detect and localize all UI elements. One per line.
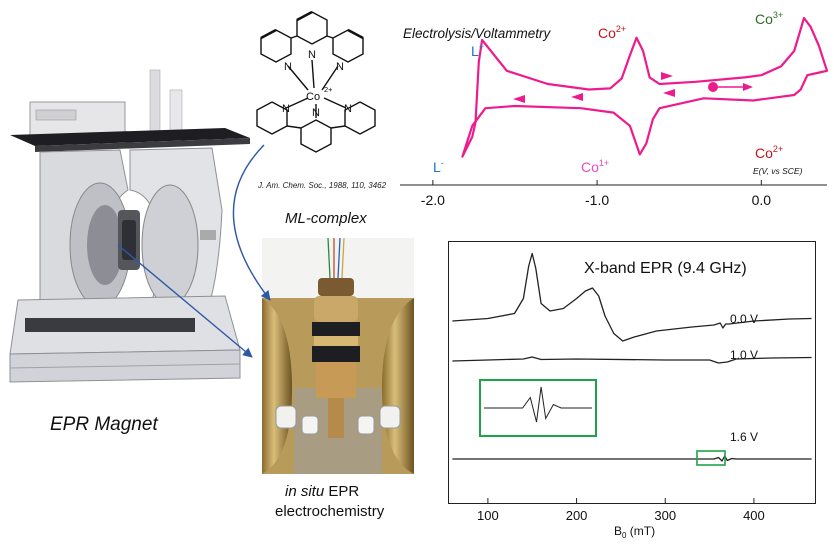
epr-tick-label: 100 (477, 508, 499, 523)
arrow-magnet-to-cell (117, 244, 253, 358)
co3-text: Co (755, 11, 773, 27)
epr-trace (452, 252, 812, 342)
epr-xlabel-rest: (mT) (626, 524, 655, 538)
epr-spectra-panel (448, 241, 816, 504)
ligand-oxidized-sup: + (479, 42, 484, 52)
cv-direction-arrow (663, 89, 675, 97)
co1-text: Co (581, 159, 599, 175)
epr-xlabel-sub: 0 (622, 531, 627, 540)
cv-direction-arrow (513, 95, 525, 103)
n-atom-label: N (312, 107, 320, 119)
cv-axis-caption: E(V, vs SCE) (753, 166, 803, 176)
epr-trace (452, 356, 812, 364)
co2-bottom-sup: 2+ (773, 144, 783, 154)
cv-start-arrowhead (743, 83, 753, 91)
epr-title: X-band EPR (9.4 GHz) (584, 260, 747, 277)
cv-tick-group: -2.0 -1.0 0.0 (421, 180, 771, 208)
cv-start-point (708, 82, 718, 92)
epr-trace (452, 455, 812, 462)
cv-trace (461, 16, 829, 158)
ligand-reduced-sup: - (441, 158, 444, 168)
epr-inset-trace (484, 386, 592, 423)
co1-sup: 1+ (599, 158, 609, 168)
epr-label-1-6v: 1.6 V (730, 430, 758, 444)
ml-complex-caption: ML-complex (285, 210, 367, 227)
co1-label: Co1+ (581, 158, 609, 175)
n-atom-label: N (282, 103, 290, 115)
epr-tick-group: 100 200 300 400 (477, 498, 765, 523)
epr-label-0v: 0.0 V (730, 312, 758, 326)
co2-top-sup: 2+ (616, 24, 626, 34)
epr-xlabel: B0 (mT) (614, 524, 655, 540)
epr-label-1v: 1.0 V (730, 348, 758, 362)
co-terpyridine-structure: N N N N N N Co 2+ (256, 10, 376, 153)
co2-top-label: Co2+ (598, 24, 626, 41)
co3-label: Co3+ (755, 10, 783, 27)
n-atom-label: N (336, 61, 344, 73)
epr-tick-label: 400 (743, 508, 765, 523)
cobalt-atom-label: Co (306, 91, 320, 103)
co2-bottom-text: Co (755, 145, 773, 161)
in-situ-caption-line2: electrochemistry (275, 503, 385, 520)
in-situ-italic: in situ (285, 483, 325, 500)
cv-tick-label: -1.0 (585, 192, 609, 208)
n-atom-label: N (308, 49, 316, 61)
epr-tick-label: 200 (566, 508, 588, 523)
arrow-complex-to-cell (232, 144, 271, 301)
in-situ-caption-line1: in situ EPR (285, 483, 359, 500)
in-situ-cell-photo (262, 238, 414, 474)
cv-direction-arrow (661, 72, 673, 80)
n-atom-label: N (284, 61, 292, 73)
cv-title: Electrolysis/Voltammetry (403, 26, 552, 41)
n-atom-label: N (344, 103, 352, 115)
cobalt-charge-label: 2+ (324, 85, 333, 94)
epr-magnet-illustration (9, 69, 250, 383)
ligand-reduced-text: L (433, 159, 441, 175)
ligand-oxidized-text: L (471, 43, 479, 59)
epr-magnet-label: EPR Magnet (50, 414, 158, 435)
ligand-reduced-label: L- (433, 158, 444, 175)
cv-direction-arrow (571, 93, 583, 101)
literature-reference: J. Am. Chem. Soc., 1988, 110, 3462 (258, 181, 387, 190)
co3-sup: 3+ (773, 10, 783, 20)
cv-tick-label: 0.0 (752, 192, 772, 208)
epr-xlabel-main: B (614, 524, 622, 538)
ligand-oxidized-label: L+ (471, 42, 484, 59)
co2-top-text: Co (598, 25, 616, 41)
epr-zoom-marker (696, 450, 726, 466)
co2-bottom-label: Co2+ (755, 144, 783, 161)
cv-tick-label: -2.0 (421, 192, 445, 208)
epr-trace-group (452, 252, 812, 462)
epr-tick-label: 300 (654, 508, 676, 523)
epr-inset-box (479, 379, 597, 437)
in-situ-rest: EPR (324, 483, 360, 500)
